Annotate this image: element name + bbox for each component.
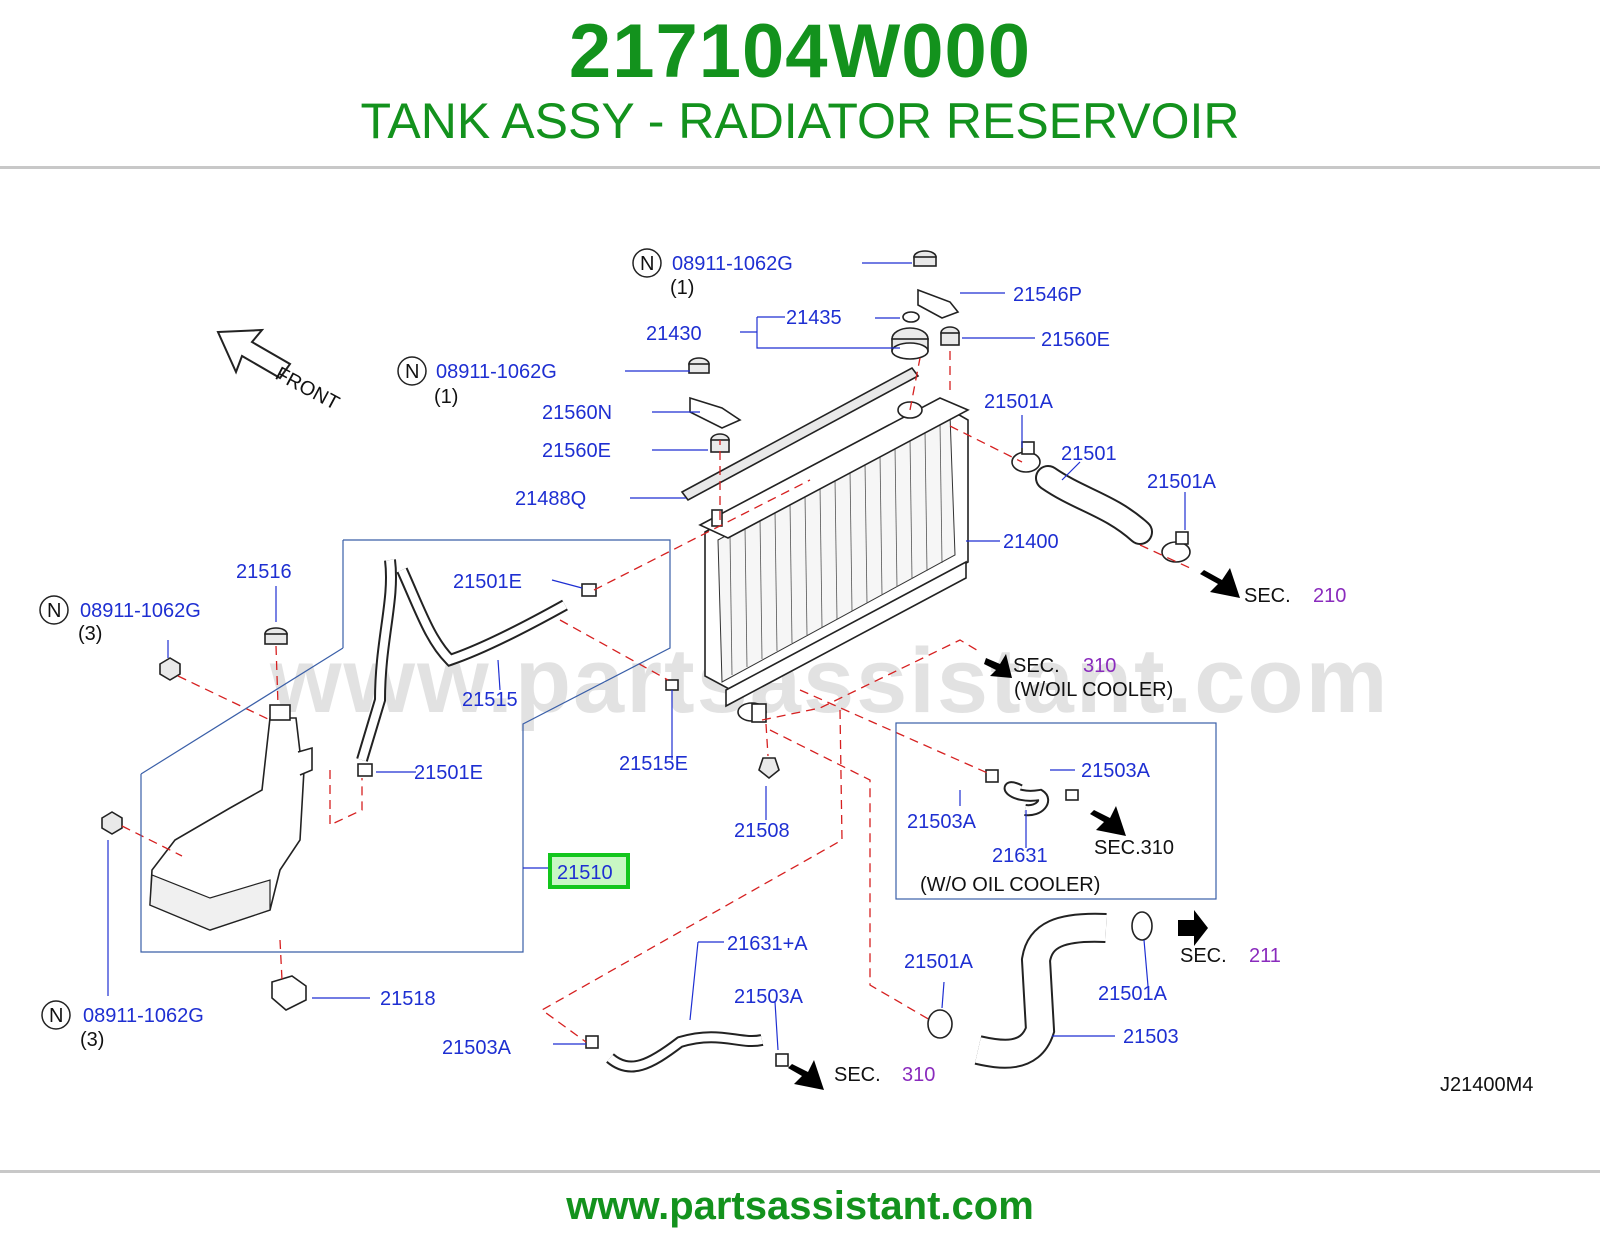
label-08911-1062g[interactable]: 08911-1062G [436, 361, 557, 383]
footer-divider [0, 1170, 1600, 1173]
nut-icon [101, 657, 181, 835]
drain-plug-icon [737, 702, 780, 780]
arrow-icon [788, 568, 1240, 1090]
hose-clamp-icon [1161, 531, 1191, 563]
footer-url[interactable]: www.partsassistant.com [566, 1184, 1034, 1228]
qty-label: (1) [434, 386, 458, 408]
label-21631[interactable]: 21631 [992, 845, 1048, 867]
label-21503a[interactable]: 21503A [442, 1037, 512, 1059]
part-number-title: 217104W000 [568, 9, 1032, 94]
sec-number-211[interactable]: 211 [1249, 945, 1281, 967]
label-21560e[interactable]: 21560E [1041, 329, 1110, 351]
label-21508[interactable]: 21508 [734, 820, 790, 842]
seal-strip-icon [680, 366, 920, 502]
hose-clamp-icon [927, 911, 1153, 1039]
grommet-icon [710, 433, 730, 453]
label-21488q[interactable]: 21488Q [515, 488, 586, 510]
reference-lines [121, 350, 1191, 1043]
bracket-icon [271, 975, 307, 1011]
leader-lines [107, 262, 1186, 1051]
n-marker: N [405, 361, 419, 383]
label-21501e[interactable]: 21501E [414, 762, 483, 784]
label-21516[interactable]: 21516 [236, 561, 292, 583]
front-label: FRONT [272, 363, 343, 415]
label-21501[interactable]: 21501 [1061, 443, 1117, 465]
bracket-icon [917, 288, 960, 319]
washer-icon [902, 311, 920, 323]
label-21515[interactable]: 21515 [462, 689, 518, 711]
with-oil-cooler-note: (W/OIL COOLER) [1014, 679, 1173, 701]
label-21503a[interactable]: 21503A [1081, 760, 1151, 782]
label-21515e[interactable]: 21515E [619, 753, 688, 775]
front-arrow-icon [216, 328, 292, 380]
hose-clamp-icon [1011, 441, 1041, 473]
n-marker: N [47, 600, 61, 622]
label-21518[interactable]: 21518 [380, 988, 436, 1010]
label-21503a[interactable]: 21503A [734, 986, 804, 1008]
hose-clamp-icon [357, 583, 679, 777]
reservoir-group-box-edge [140, 647, 344, 775]
header-divider [0, 166, 1600, 169]
without-oil-cooler-box [895, 722, 1217, 900]
label-21501a[interactable]: 21501A [1098, 983, 1168, 1005]
bracket-icon [689, 396, 742, 429]
highlight-box [548, 853, 630, 889]
lower-hose-icon [974, 912, 1107, 1069]
reservoir-group-box [140, 539, 671, 953]
cap-icon [264, 627, 288, 645]
qty-label: (3) [80, 1029, 104, 1051]
sec-number-210[interactable]: 210 [1313, 585, 1346, 607]
oil-cooler-hose-icon [985, 769, 1079, 817]
diagram-code: J21400M4 [1440, 1074, 1533, 1096]
label-21503[interactable]: 21503 [1123, 1026, 1179, 1048]
grommet-icon [940, 326, 960, 346]
n-marker-icon [39, 248, 662, 1030]
n-marker: N [640, 253, 654, 275]
bypass-hose-icon [585, 1031, 789, 1073]
label-21501a[interactable]: 21501A [984, 391, 1054, 413]
label-21546p[interactable]: 21546P [1013, 284, 1082, 306]
label-21560e[interactable]: 21560E [542, 440, 611, 462]
reservoir-tank-icon [149, 704, 313, 931]
label-08911-1062g[interactable]: 08911-1062G [83, 1005, 204, 1027]
qty-label: (1) [670, 277, 694, 299]
label-08911-1062g[interactable]: 08911-1062G [672, 253, 793, 275]
sec-label: SEC. [834, 1064, 881, 1086]
label-21400[interactable]: 21400 [1003, 531, 1059, 553]
reservoir-hose-icon [356, 559, 568, 762]
sec-label: SEC. [1180, 945, 1227, 967]
sec-label: SEC. [1244, 585, 1291, 607]
without-oil-cooler-note: (W/O OIL COOLER) [920, 874, 1100, 896]
nut-icon [913, 250, 937, 267]
label-08911-1062g[interactable]: 08911-1062G [80, 600, 201, 622]
sec-number-310[interactable]: 310 [1083, 655, 1116, 677]
label-21501a[interactable]: 21501A [904, 951, 974, 973]
label-21501e[interactable]: 21501E [453, 571, 522, 593]
nut-icon [688, 357, 710, 374]
radiator-core [698, 397, 970, 708]
qty-label: (3) [78, 623, 102, 645]
n-marker: N [49, 1005, 63, 1027]
header: 217104W000 TANK ASSY - RADIATOR RESERVOI… [0, 0, 1600, 168]
sec-label: SEC. [1013, 655, 1060, 677]
label-21631-a[interactable]: 21631+A [727, 933, 808, 955]
label-21435[interactable]: 21435 [786, 307, 842, 329]
label-21430[interactable]: 21430 [646, 323, 702, 345]
label-21503a[interactable]: 21503A [907, 811, 977, 833]
highlight-box-bg [550, 855, 628, 887]
upper-hose-icon [1035, 465, 1153, 545]
sec-number-310[interactable]: 310 [902, 1064, 935, 1086]
part-name-subtitle: TANK ASSY - RADIATOR RESERVOIR [360, 93, 1240, 149]
label-21501a[interactable]: 21501A [1147, 471, 1217, 493]
parts-diagram: www.partsassistant.com FRONT [39, 248, 1533, 1096]
label-21560n[interactable]: 21560N [542, 402, 612, 424]
label-21510-selected[interactable]: 21510 [557, 862, 613, 884]
sec-310-label[interactable]: SEC.310 [1094, 837, 1174, 859]
